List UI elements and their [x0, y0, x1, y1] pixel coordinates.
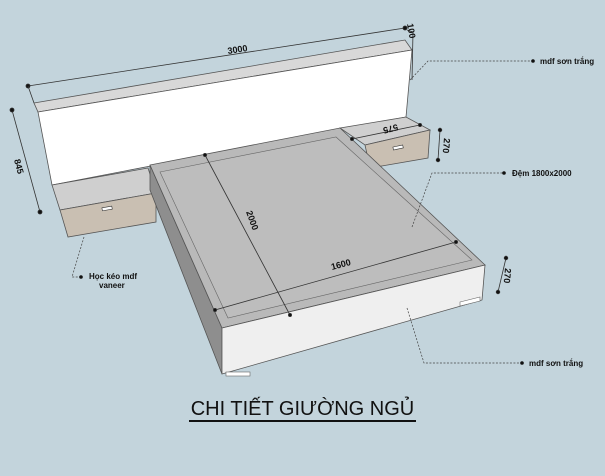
dim-845: 845: [12, 158, 26, 175]
label-drawer-line1: Học kéo mdf: [89, 272, 137, 281]
bed-foot-left: [225, 371, 251, 377]
dim-270-bed: 270: [502, 268, 513, 284]
mattress: [159, 136, 473, 319]
dim-270-nightstand: 270: [441, 138, 452, 154]
bed-front-face: [221, 264, 486, 375]
diagram-title: CHI TIẾT GIƯỜNG NGỦ: [0, 398, 605, 422]
dim-575: 575: [382, 122, 399, 136]
dim-100: 100: [405, 23, 417, 40]
dim-3000: 3000: [227, 43, 248, 56]
left-nightstand-drawer: [59, 192, 157, 238]
label-base-material: mdf sơn trắng: [529, 359, 583, 368]
bed-foot-right: [459, 296, 481, 307]
label-drawer-line2: vaneer: [99, 281, 125, 290]
label-headboard-material: mdf sơn trắng: [540, 57, 594, 66]
title-text: CHI TIẾT GIƯỜNG NGỦ: [188, 398, 417, 422]
right-drawer-handle: [392, 144, 404, 151]
left-drawer-handle: [101, 205, 113, 212]
label-mattress: Đệm 1800x2000: [512, 169, 572, 178]
